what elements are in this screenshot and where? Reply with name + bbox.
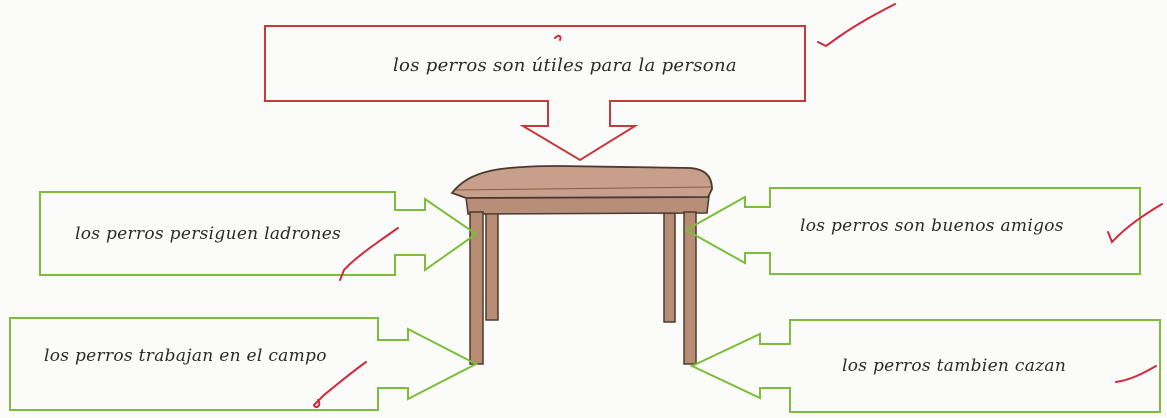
support-text-campo: los perros trabajan en el campo [44, 346, 327, 366]
check-mark-persiguen [339, 227, 399, 281]
check-mark-main [817, 3, 896, 48]
table-leg-back-right [663, 209, 676, 323]
support-box-campo [9, 317, 479, 411]
main-idea-outline [264, 25, 806, 162]
support-box-cazan [689, 319, 1161, 413]
check-mark-campo [312, 361, 367, 409]
support-text-amigos: los perros son buenos amigos [800, 216, 1064, 236]
support-text-cazan: los perros tambien cazan [842, 356, 1067, 376]
table-illustration [450, 165, 713, 365]
support-text-persiguen: los perros persiguen ladrones [75, 224, 342, 244]
table-leg-front-right [683, 211, 697, 365]
check-mark-cazan [1115, 365, 1157, 383]
table-top [450, 165, 713, 199]
check-mark-small-main [554, 34, 562, 41]
support-box-persiguen [39, 191, 478, 276]
table-leg-back-left [485, 209, 499, 321]
table-top-edge [455, 186, 712, 191]
check-marks [312, 3, 1163, 409]
main-idea-box [264, 25, 806, 162]
check-mark-amigos [1107, 203, 1163, 244]
support-box-amigos [683, 187, 1141, 275]
main-idea-text: los perros son útiles para la persona [393, 55, 737, 76]
